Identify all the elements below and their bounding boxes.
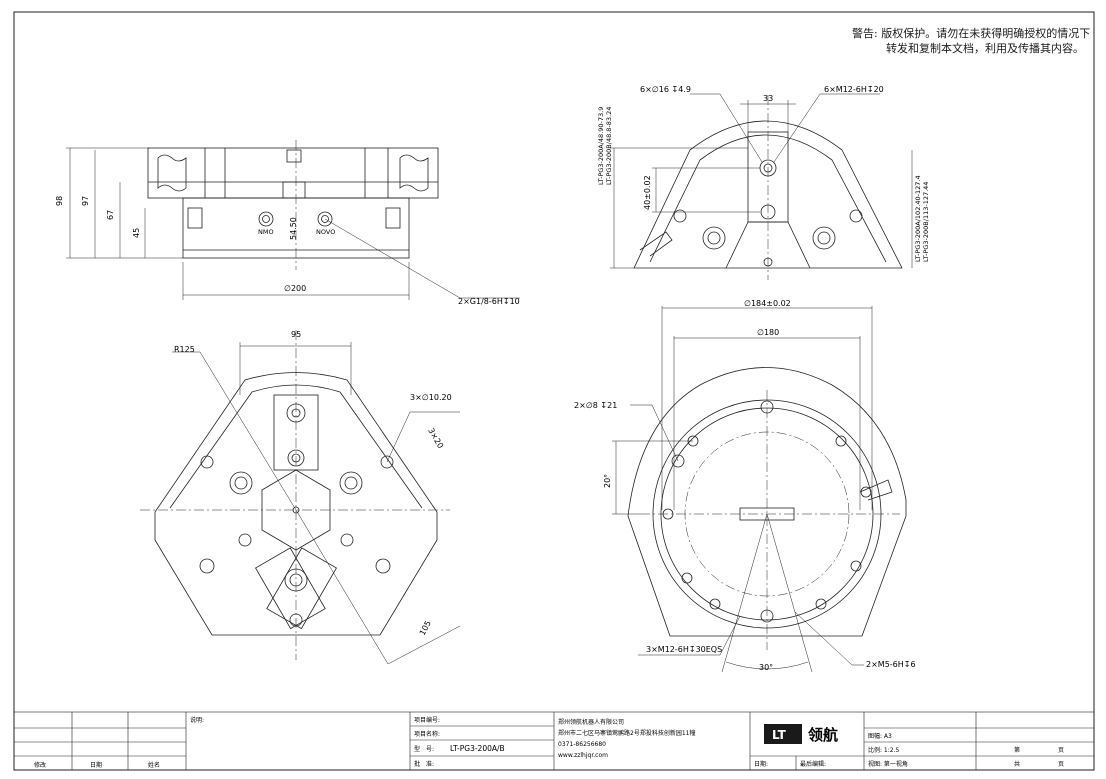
- scale: 比例: 1:2.5: [868, 746, 899, 754]
- dim-r125: R125: [174, 345, 195, 354]
- company-phone: 0371-86256680: [558, 741, 606, 748]
- model-label: 型 号:: [414, 745, 434, 753]
- m12-note: 3×M12-6H↧30EQS: [646, 645, 722, 654]
- side-view: [66, 140, 520, 300]
- dim-97: 97: [81, 196, 90, 206]
- angle-20: 20°: [603, 474, 612, 488]
- last-edit-label: 最后编辑:: [800, 760, 826, 768]
- approve-label: 批 准:: [414, 760, 434, 768]
- sheet-size: 图幅: A3: [868, 732, 892, 740]
- warning-label: 警告:: [852, 27, 878, 40]
- model-value: LT-PG3-200A/B: [450, 744, 505, 753]
- project-name-label: 项目名称:: [414, 730, 440, 738]
- port-label-1: NMO: [258, 228, 274, 236]
- view-projection: 视图: 第一视角: [868, 760, 908, 768]
- holes-8-note: 2×∅8 ↧21: [574, 401, 617, 410]
- company-website: www.zzlhjqr.com: [558, 752, 608, 759]
- company-name: 郑州领航机器人有限公司: [558, 718, 624, 726]
- port-label-2: NOVO: [316, 228, 335, 236]
- dim-105: 105: [418, 619, 433, 637]
- logo-text: 领航: [807, 726, 838, 744]
- page-unit: 页: [1058, 747, 1064, 754]
- dim-40: 40±0.02: [643, 175, 652, 210]
- front-view: [140, 330, 461, 665]
- dim-3x20: 3×20: [426, 427, 445, 451]
- logo-letters: LT: [772, 728, 787, 742]
- range-left-2: LT-PG3-200B/48.8-83.24: [605, 107, 613, 185]
- range-right-2: LT-PG3-200B/113-127.44: [922, 182, 930, 262]
- dim-33: 33: [763, 94, 773, 103]
- dim-d200: ∅200: [284, 284, 306, 293]
- holes-16-note: 6×∅16 ↧4.9: [640, 85, 691, 94]
- date-label: 日期:: [754, 760, 768, 768]
- rev-label-modify: 修改: [34, 761, 46, 769]
- holes-10-note: 3×∅10.20: [410, 393, 452, 402]
- dim-98: 98: [55, 196, 64, 206]
- company-logo: [764, 724, 802, 744]
- port-note: 2×G1/8-6H↧10: [458, 297, 520, 306]
- project-no-label: 项目编号:: [414, 716, 440, 724]
- total-unit: 页: [1058, 761, 1064, 768]
- drawing-frame: [13, 11, 1095, 771]
- company-address: 郑州市二七区马寨镇莺鹂路2号郑投科技创新园11幢: [558, 729, 695, 737]
- total-label: 共: [1014, 760, 1020, 768]
- dim-54-50: 54.50: [289, 217, 298, 240]
- warning-line-1: 版权保护。请勿在未获得明确授权的情况下: [881, 27, 1091, 40]
- holes-m12-note: 6×M12-6H↧20: [824, 85, 884, 94]
- dim-d180: ∅180: [757, 328, 779, 337]
- angle-30: 30°: [759, 663, 773, 672]
- page-label: 第: [1014, 746, 1020, 754]
- title-block: [13, 711, 1095, 771]
- rev-label-date: 日期: [90, 761, 102, 769]
- desc-label: 说明:: [190, 716, 204, 724]
- range-left-1: LT-PG3-200A/48.90-73.9: [597, 107, 605, 185]
- dim-45: 45: [132, 228, 141, 238]
- dim-95: 95: [291, 330, 301, 339]
- copyright-warning: 警告: 版权保护。请勿在未获得明确授权的情况下 转发和复制本文档，利用及传播其内…: [852, 26, 1090, 56]
- bottom-view: [612, 306, 907, 673]
- m5-note: 2×M5-6H↧6: [866, 660, 916, 669]
- dim-67: 67: [106, 210, 115, 220]
- top-right-view: [610, 93, 913, 280]
- dim-d184: ∅184±0.02: [744, 299, 791, 308]
- range-right-1: LT-PG3-200A/102.40-127.4: [914, 175, 922, 262]
- rev-label-name: 姓名: [148, 761, 160, 769]
- warning-line-2: 转发和复制本文档，利用及传播其内容。: [886, 42, 1084, 55]
